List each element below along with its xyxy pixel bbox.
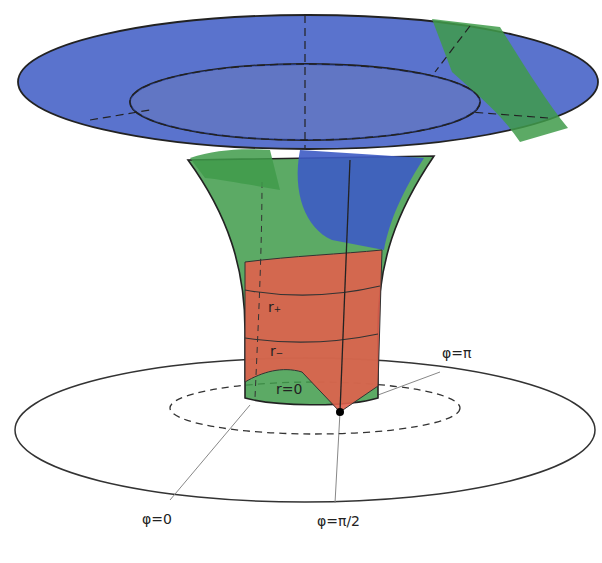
axis-label: r₊	[266, 300, 283, 315]
meridian-line	[335, 412, 340, 503]
point-dot	[336, 408, 344, 416]
meridian-line	[255, 182, 262, 398]
red-region	[245, 250, 382, 412]
rim-disc	[18, 15, 598, 149]
meridian-line	[170, 405, 250, 500]
horizon-ring	[245, 286, 380, 295]
meridian-line	[304, 15, 305, 148]
horizon-ring	[245, 334, 378, 342]
axis-label: r=0	[274, 382, 304, 397]
green-stripe	[432, 19, 568, 142]
axis-label: φ=π/2	[315, 514, 362, 529]
green-region	[190, 149, 280, 190]
axis-label: φ=π	[440, 346, 473, 361]
meridian-line	[470, 112, 548, 118]
meridian-line	[340, 160, 350, 412]
dashed-ring	[130, 64, 480, 140]
meridian-line	[435, 26, 470, 72]
blue-region	[298, 150, 424, 250]
funnel-interior	[130, 64, 480, 140]
meridian-line	[90, 110, 150, 120]
meridian-line	[378, 372, 440, 395]
axis-label: r₋	[268, 344, 285, 359]
axis-label: φ=0	[140, 512, 174, 527]
